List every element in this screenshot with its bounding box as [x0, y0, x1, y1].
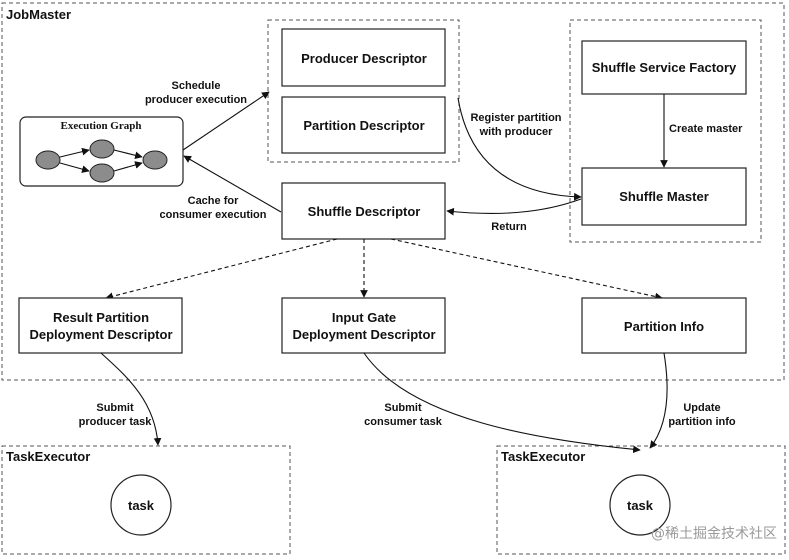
submit-consumer-label-2: consumer task — [364, 416, 443, 428]
to-result-partition-arrow — [105, 238, 338, 301]
register-label-1: Register partition — [470, 112, 561, 124]
to-partition-info-arrow — [390, 238, 663, 301]
schedule-label-1: Schedule — [172, 80, 221, 92]
producer-partition-group — [267, 19, 460, 163]
graph-node — [89, 163, 115, 183]
result-partition-box — [18, 297, 183, 354]
result-partition-label-1: Result Partition — [53, 310, 149, 325]
shuffle-master-label: Shuffle Master — [619, 189, 709, 204]
schedule-label-2: producer execution — [145, 94, 247, 106]
submit-producer-arrow — [100, 352, 162, 446]
task-label-left: task — [128, 498, 155, 513]
update-partition-arrow — [649, 352, 668, 449]
shuffle-service-factory-box — [581, 40, 747, 95]
input-gate-label-1: Input Gate — [332, 310, 396, 325]
shuffle-descriptor-label: Shuffle Descriptor — [308, 204, 421, 219]
graph-node — [89, 139, 115, 159]
update-label-1: Update — [683, 402, 720, 414]
shuffle-master-box — [581, 167, 747, 226]
producer-descriptor-box — [281, 28, 446, 87]
schedule-arrow — [182, 91, 270, 151]
cache-label-1: Cache for — [188, 195, 239, 207]
submit-consumer-label-1: Submit — [384, 402, 422, 414]
jobmaster-container — [1, 2, 785, 381]
task-node-right — [609, 474, 671, 536]
task-executor-left — [1, 445, 291, 555]
result-partition-label-2: Deployment Descriptor — [29, 327, 172, 342]
task-node-left — [110, 474, 172, 536]
create-master-label: Create master — [669, 123, 743, 135]
watermark: @稀土掘金技术社区 — [651, 526, 777, 542]
return-arrow — [446, 198, 582, 216]
partition-descriptor-label: Partition Descriptor — [303, 118, 424, 133]
task-executor-left-title: TaskExecutor — [6, 449, 90, 464]
cache-label-2: consumer execution — [160, 209, 267, 221]
task-label-right: task — [627, 498, 654, 513]
shuffle-service-factory-label: Shuffle Service Factory — [592, 60, 737, 75]
execution-graph-nodes — [35, 139, 168, 183]
partition-info-label: Partition Info — [624, 319, 704, 334]
return-label: Return — [491, 221, 527, 233]
submit-producer-label-1: Submit — [96, 402, 134, 414]
input-gate-label-2: Deployment Descriptor — [292, 327, 435, 342]
execution-graph-box: Execution Graph — [19, 116, 184, 187]
graph-node — [142, 150, 168, 170]
register-label-2: with producer — [479, 126, 553, 138]
task-executor-right-title: TaskExecutor — [501, 449, 585, 464]
shuffle-group — [569, 19, 762, 243]
jobmaster-title: JobMaster — [6, 7, 71, 22]
producer-descriptor-label: Producer Descriptor — [301, 51, 427, 66]
task-executor-right — [496, 445, 786, 555]
partition-descriptor-box — [281, 96, 446, 154]
cache-arrow — [183, 155, 282, 213]
submit-consumer-arrow — [363, 352, 641, 454]
submit-producer-label-2: producer task — [79, 416, 153, 428]
graph-node — [35, 150, 61, 170]
partition-info-box — [581, 297, 747, 354]
execution-graph-label: Execution Graph — [61, 120, 142, 132]
update-label-2: partition info — [668, 416, 735, 428]
register-partition-arrow — [457, 97, 582, 201]
input-gate-box — [281, 297, 446, 354]
